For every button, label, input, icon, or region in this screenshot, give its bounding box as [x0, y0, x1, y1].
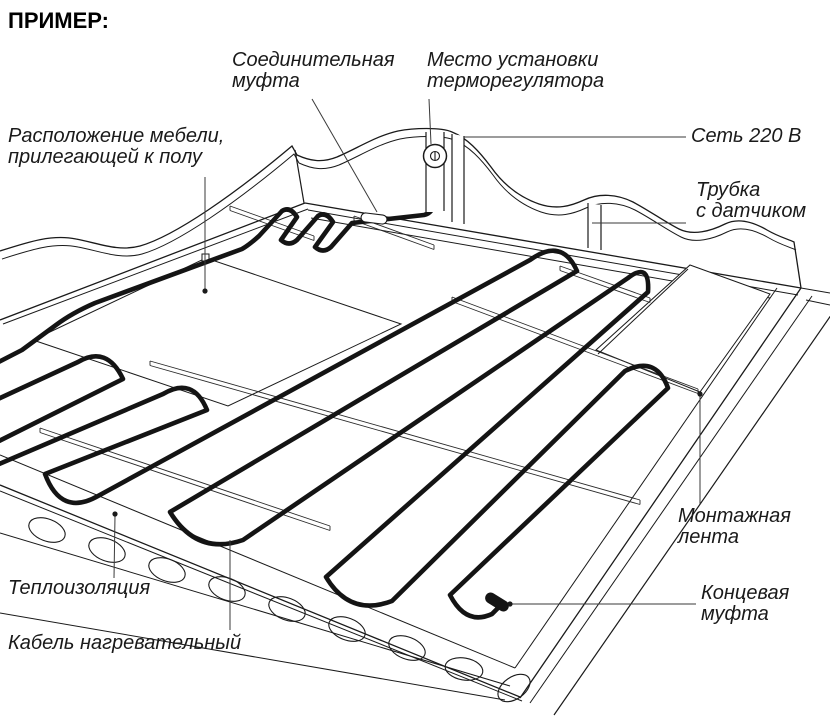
floor-edge-front-left2 [0, 490, 523, 702]
label-end-coupling: Концевая муфта [701, 582, 790, 625]
label-heating-cable: Кабель нагревательный [8, 632, 242, 654]
right-stub-top [800, 287, 830, 294]
label-sensor-tube: Трубка с датчиком [696, 179, 807, 222]
label-insulation: Теплоизоляция [8, 577, 151, 599]
label-connecting-coupling: Соединительная муфта [232, 49, 395, 92]
slab-lower-edge [0, 612, 506, 701]
insulation-holes [28, 517, 531, 703]
right-stub-mid [805, 299, 830, 306]
wall-base-left [0, 202, 306, 321]
sensor-tube-part [587, 203, 602, 250]
thermostat-dial [422, 143, 448, 169]
wall-torn-edge [0, 127, 802, 289]
right-face-layer [529, 295, 813, 704]
floor-edge-front-left [0, 484, 521, 698]
mounting-tapes [39, 205, 699, 531]
label-thermostat-location: Место установки терморегулятора [427, 49, 605, 92]
right-face-bottom [553, 315, 830, 716]
label-mounting-tape: Монтажная лента [678, 505, 791, 548]
wall-band [0, 128, 801, 320]
floor-edge-front-right [519, 287, 802, 699]
label-power-net: Сеть 220 В [691, 125, 802, 147]
label-furniture-area: Расположение мебели, прилегающей к полу [8, 125, 225, 168]
connecting-coupling-part [360, 212, 388, 225]
leader-dots [112, 288, 703, 607]
end-coupling-part [485, 592, 509, 612]
wall-torn-edge-inner [1, 136, 797, 260]
page-title: ПРИМЕР: [8, 8, 110, 33]
insulation-band-bottom [0, 532, 511, 687]
heating-cable [0, 164, 671, 620]
leader-lines [113, 98, 701, 630]
wall-base-left-echo [2, 208, 309, 325]
power-conduit [451, 134, 465, 224]
wall-corner-edge [294, 149, 305, 204]
